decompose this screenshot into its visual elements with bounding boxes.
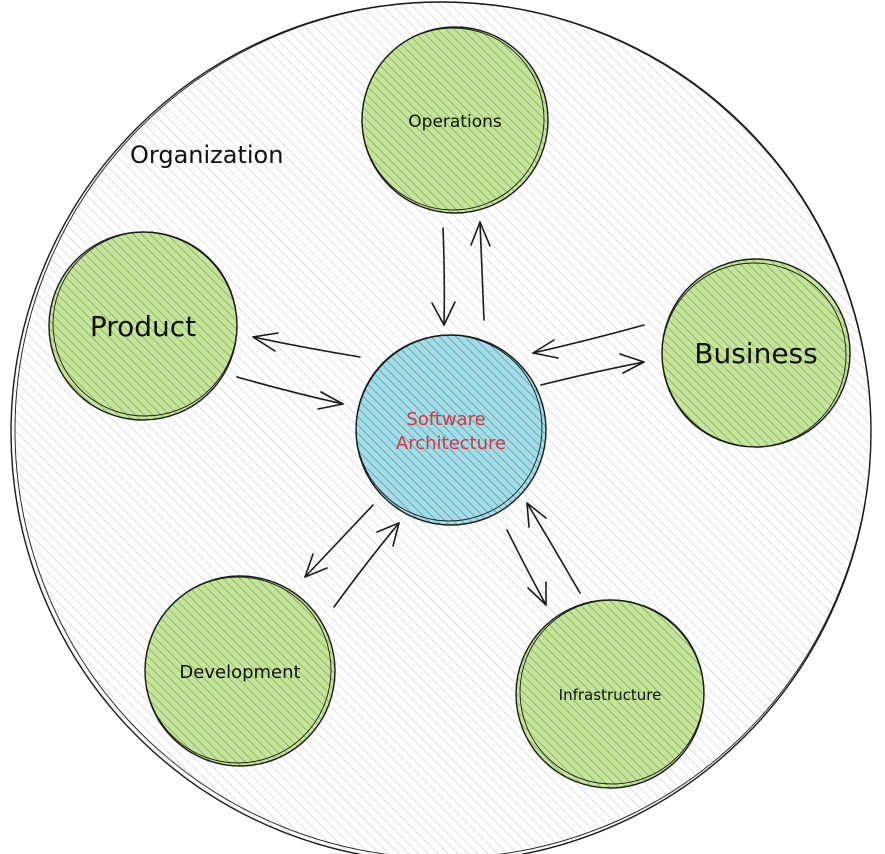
arrow-development-to-architecture — [333, 522, 400, 608]
software-architecture-node: Software Architecture — [355, 334, 547, 526]
product-node: Product — [48, 231, 238, 421]
infrastructure-node: Infrastructure — [515, 599, 705, 789]
arrow-architecture-to-infrastructure — [506, 529, 547, 606]
development-label: Development — [179, 662, 300, 683]
software-architecture-label-line1: Software — [406, 409, 485, 430]
organization-label: Organization — [130, 141, 283, 169]
arrow-infrastructure-to-architecture — [526, 502, 581, 594]
product-label: Product — [90, 310, 196, 343]
operations-node: Operations — [361, 26, 549, 214]
operations-label: Operations — [408, 112, 502, 132]
arrow-architecture-to-development — [304, 504, 374, 578]
arrow-architecture-to-product — [252, 332, 361, 358]
development-node: Development — [144, 575, 336, 767]
infrastructure-label: Infrastructure — [559, 686, 662, 704]
business-label: Business — [694, 337, 817, 370]
arrow-architecture-to-business — [540, 353, 645, 386]
arrow-business-to-architecture — [532, 324, 645, 359]
arrow-product-to-architecture — [236, 376, 344, 410]
arrow-architecture-to-operations — [470, 221, 491, 321]
software-architecture-label-line2: Architecture — [396, 433, 506, 454]
business-node: Business — [661, 258, 851, 448]
arrow-operations-to-architecture — [431, 227, 456, 326]
